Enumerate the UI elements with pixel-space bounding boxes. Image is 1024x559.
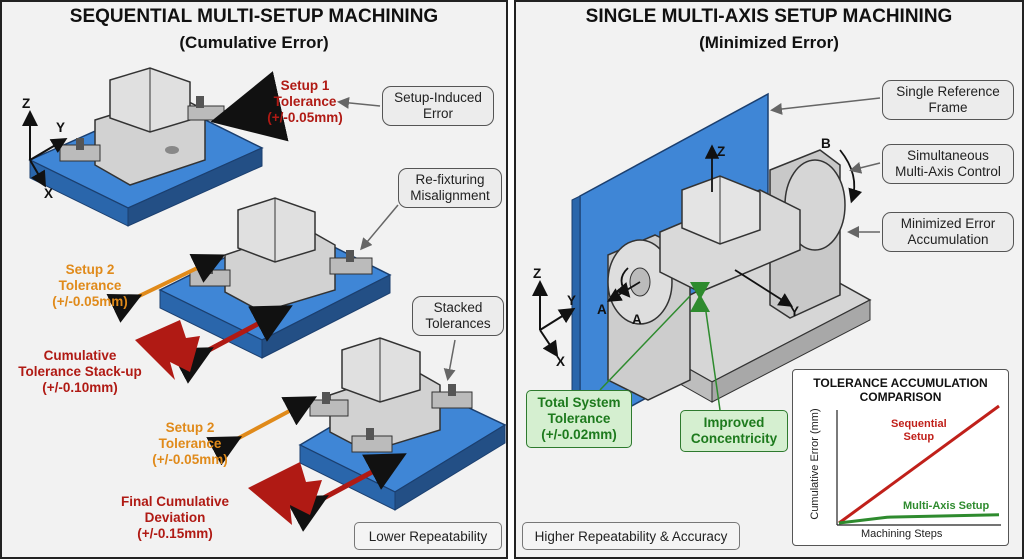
right-footer: Higher Repeatability & Accuracy [522,522,740,550]
right-title: SINGLE MULTI-AXIS SETUP MACHINING [585,6,953,27]
right-axis-y: Y [567,293,577,308]
series-line-1 [838,513,1000,525]
right-axis-z: Z [533,266,542,281]
chart-title-line1: TOLERANCE ACCUMULATION [813,376,988,390]
trunnion-machine [607,149,872,403]
left-axis-1 [22,110,68,188]
chart-ylabel: Cumulative Error (mm) [809,408,821,520]
stackup-double-arrow [169,305,293,384]
simultaneous-leader [849,161,881,174]
left-subtitle: (Cumulative Error) [179,33,329,52]
setup2b-arrow [206,396,318,466]
stacked-leader [443,339,456,381]
concentricity-leader [704,304,721,411]
chart-title-line2: COMPARISON [859,390,942,404]
chart-plot [836,404,1001,526]
reference-leader [770,97,881,115]
machine-axis-z: Z [717,144,726,159]
left-footer: Lower Repeatability [354,522,502,550]
setup-induced-leader [337,96,381,109]
setup1-fixture [28,67,264,227]
machine-axes [606,144,863,307]
final-arrow [248,462,322,525]
stackup-arrow [135,320,200,380]
series-line-0 [838,404,1000,525]
left-axis-y: Y [56,120,66,135]
final-double-arrow [284,453,407,532]
setup1-arrow [210,71,289,142]
setup2a-arrow [106,254,226,323]
machine-axis-a1: A [597,302,607,317]
left-axis-x: X [44,186,54,201]
left-axis-z: Z [22,96,31,111]
machine-axis-b: B [821,136,831,151]
chart-xlabel: Machining Steps [861,528,943,540]
right-subtitle: (Minimized Error) [699,33,839,52]
machine-axis-a2: A [632,312,642,327]
right-axis-x: X [556,354,566,369]
total-leader [599,295,691,391]
refixturing-leader [360,204,399,251]
machine-axis-y: Y [790,304,800,319]
right-axis [532,280,576,358]
left-title: SEQUENTIAL MULTI-SETUP MACHINING [69,6,439,27]
series-label-multiaxis: Multi-Axis Setup [903,500,990,512]
setup3-fixture [298,337,507,511]
setup2-fixture [158,197,392,359]
tolerance-chart: TOLERANCE ACCUMULATION COMPARISON Machin… [792,369,1009,546]
